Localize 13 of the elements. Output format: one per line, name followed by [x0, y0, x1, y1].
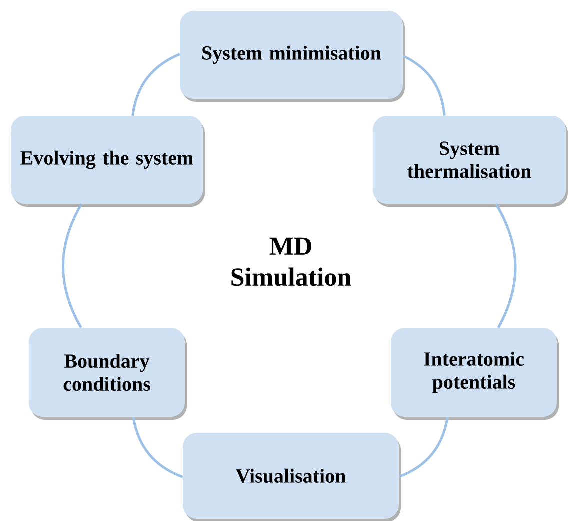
connector-arc	[402, 54, 446, 116]
connector-arc	[495, 204, 517, 328]
process-box: Interatomic potentials	[391, 328, 559, 420]
process-box: Evolving the system	[11, 116, 205, 207]
process-box: System thermalisation	[373, 116, 568, 207]
connector-arc	[62, 204, 83, 328]
process-box: Visualisation	[183, 433, 401, 521]
connector-arc	[132, 53, 180, 116]
process-box: Boundary conditions	[29, 328, 187, 420]
connector-arc	[132, 416, 184, 478]
center-title: MD Simulation	[232, 238, 352, 286]
connector-arc	[398, 416, 449, 478]
process-box: System minimisation	[180, 11, 405, 102]
